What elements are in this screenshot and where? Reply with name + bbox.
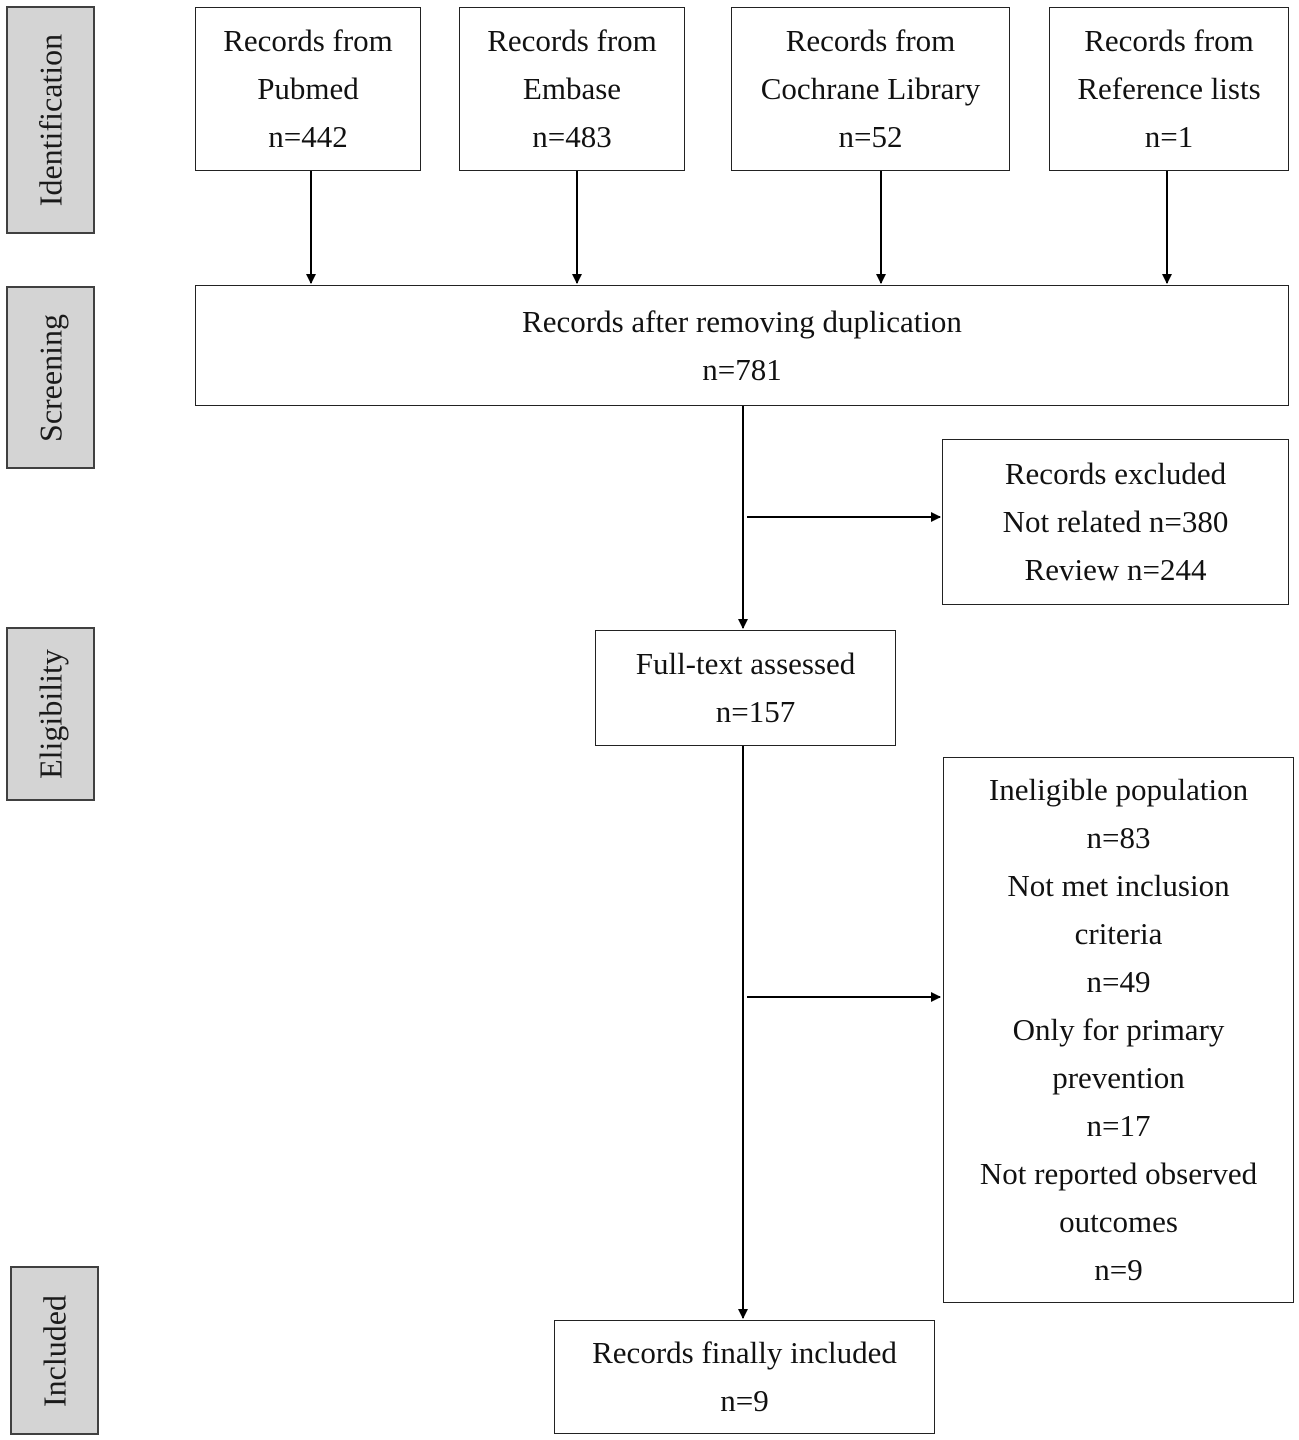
stage-screening-label: Screening bbox=[32, 313, 68, 442]
stage-eligibility-label: Eligibility bbox=[32, 649, 68, 779]
ineligible-outcomes-count: n=9 bbox=[1094, 1252, 1143, 1287]
fulltext-label: Full-text assessed bbox=[635, 646, 856, 681]
final-count: n=9 bbox=[720, 1383, 769, 1418]
dedup-count: n=781 bbox=[702, 351, 782, 387]
stage-eligibility: Eligibility bbox=[6, 627, 95, 801]
ineligible-primary-count: n=17 bbox=[1086, 1108, 1151, 1143]
excluded-not-related: Not related n=380 bbox=[1002, 504, 1229, 539]
ineligible-primary-line2: prevention bbox=[1052, 1060, 1185, 1095]
stage-included: Included bbox=[10, 1266, 99, 1435]
source-cochrane-line2: Cochrane Library bbox=[760, 71, 981, 106]
fulltext-count: n=157 bbox=[715, 694, 796, 729]
excluded-review: Review n=244 bbox=[1024, 552, 1207, 587]
dedup-label: Records after removing duplication bbox=[522, 303, 962, 339]
ineligible-primary-line1: Only for primary bbox=[1012, 1012, 1225, 1047]
stage-identification: Identification bbox=[6, 6, 95, 234]
source-pubmed-line2: Pubmed bbox=[257, 71, 359, 106]
ineligible-outcomes-line1: Not reported observed bbox=[979, 1156, 1258, 1191]
stage-identification-label: Identification bbox=[32, 33, 68, 207]
ineligible-population-label: Ineligible population bbox=[988, 772, 1249, 807]
ineligible-criteria-count: n=49 bbox=[1086, 964, 1151, 999]
source-box-pubmed: Records from Pubmed n=442 bbox=[195, 7, 421, 171]
source-embase-count: n=483 bbox=[532, 119, 612, 154]
fulltext-box: Full-text assessed n=157 bbox=[595, 630, 896, 746]
source-cochrane-count: n=52 bbox=[838, 119, 903, 154]
final-box: Records finally included n=9 bbox=[554, 1320, 935, 1434]
ineligible-criteria-line1: Not met inclusion bbox=[1007, 868, 1230, 903]
dedup-box: Records after removing duplication n=781 bbox=[195, 285, 1289, 406]
ineligible-box: Ineligible population n=83 Not met inclu… bbox=[943, 757, 1294, 1303]
source-cochrane-line1: Records from bbox=[785, 23, 956, 58]
source-box-reference: Records from Reference lists n=1 bbox=[1049, 7, 1289, 171]
source-reference-line1: Records from bbox=[1084, 23, 1254, 58]
source-reference-count: n=1 bbox=[1144, 119, 1194, 154]
source-pubmed-count: n=442 bbox=[268, 119, 348, 154]
ineligible-outcomes-line2: outcomes bbox=[1059, 1204, 1178, 1239]
stage-included-label: Included bbox=[36, 1294, 72, 1407]
excluded-box: Records excluded Not related n=380 Revie… bbox=[942, 439, 1289, 605]
excluded-title: Records excluded bbox=[1004, 456, 1227, 491]
source-embase-line1: Records from bbox=[487, 23, 657, 58]
final-label: Records finally included bbox=[592, 1335, 897, 1370]
source-box-embase: Records from Embase n=483 bbox=[459, 7, 685, 171]
stage-screening: Screening bbox=[6, 286, 95, 469]
ineligible-criteria-line2: criteria bbox=[1074, 916, 1163, 951]
source-pubmed-line1: Records from bbox=[223, 23, 393, 58]
source-reference-line2: Reference lists bbox=[1077, 71, 1261, 106]
source-box-cochrane: Records from Cochrane Library n=52 bbox=[731, 7, 1010, 171]
source-embase-line2: Embase bbox=[522, 71, 622, 106]
ineligible-population-count: n=83 bbox=[1086, 820, 1151, 855]
